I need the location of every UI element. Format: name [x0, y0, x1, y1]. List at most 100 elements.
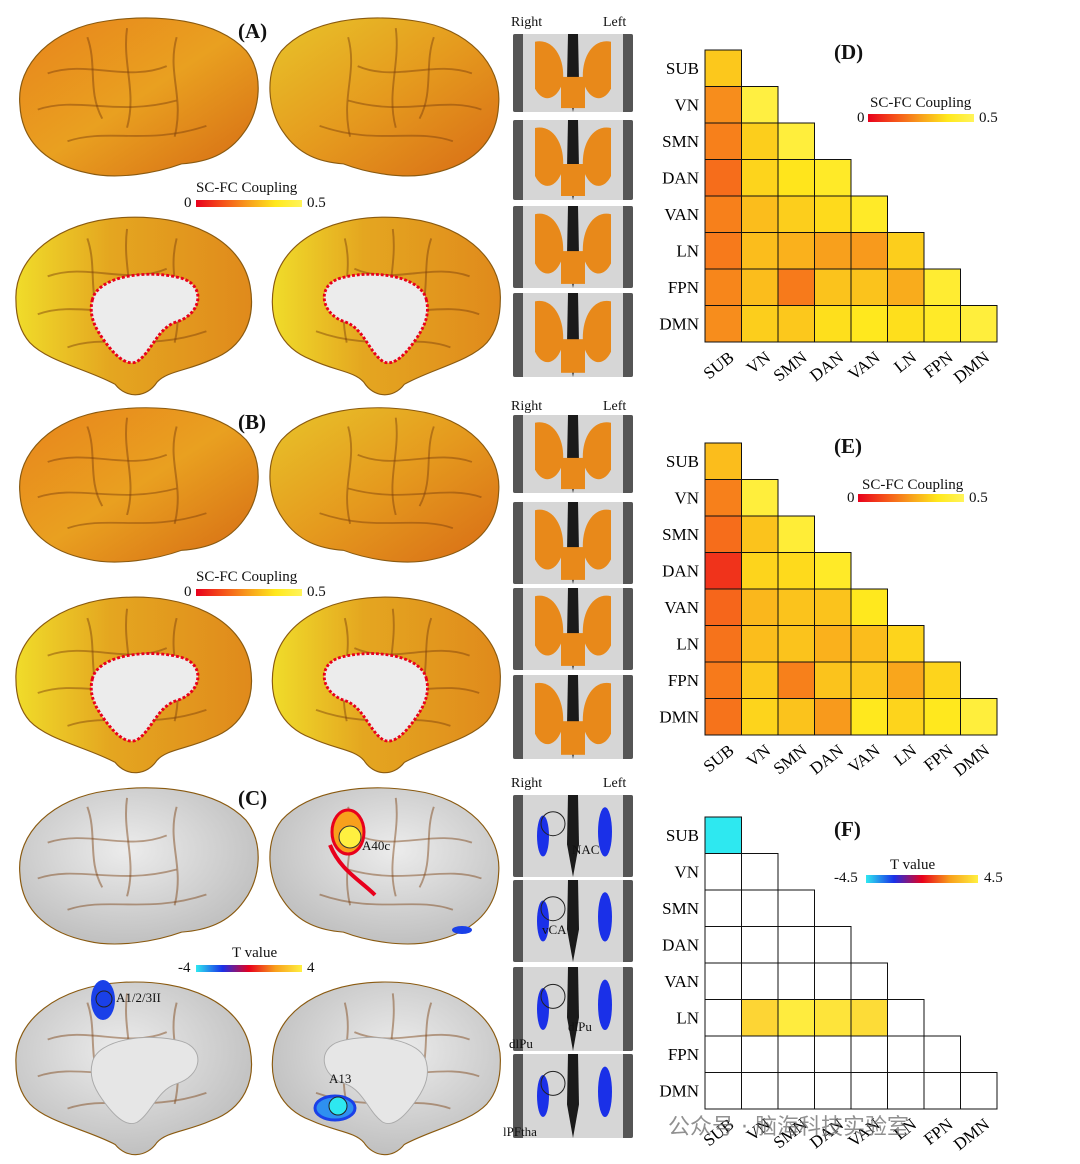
matrix-layer: SUBSUBVNVNSMNSMNDANDANVANVANLNLNFPNFPNDM… [659, 49, 998, 1154]
blob-temporal [452, 926, 472, 934]
colorbar-e-title: SC-FC Coupling [862, 477, 964, 493]
heatmap-d-row-label: DMN [659, 315, 699, 334]
heatmap-e-row-label: DMN [659, 708, 699, 727]
mri-slice-a-2 [513, 120, 633, 200]
brain-c-left-lateral [19, 787, 259, 945]
heatmap-e-cell [923, 661, 961, 699]
heatmap-f-cell [814, 999, 852, 1037]
heatmap-e-cell [704, 515, 742, 553]
heatmap-d-cell [704, 49, 742, 87]
heatmap-f-row-label: FPN [668, 1045, 699, 1064]
heatmap-d-cell [814, 159, 852, 197]
heatmap-f-row-label: DMN [659, 1082, 699, 1101]
mri-slice-b-3 [513, 588, 633, 670]
heatmap-e-cell [850, 698, 888, 736]
heatmap-f-cell [741, 1035, 779, 1073]
panel-label-c: (C) [238, 786, 268, 810]
heatmap-e-col-label: FPN [920, 741, 956, 775]
brain-a-right-lateral [269, 17, 500, 177]
heatmap-d-cell [887, 305, 925, 343]
heatmap-e-cell [923, 698, 961, 736]
heatmap-f-cell [814, 1072, 852, 1110]
heatmap-f-row-label: VAN [664, 972, 699, 991]
heatmap-d-cell [887, 232, 925, 270]
colorbar-e-gradient [858, 494, 964, 502]
heatmap-e-col-label: DAN [806, 741, 847, 779]
colorbar-c-title: T value [232, 945, 278, 961]
heatmap-e-cell [741, 588, 779, 626]
heatmap-e-cell [704, 661, 742, 699]
roi-circle-a123ii [95, 990, 113, 1008]
mri-slice-c-4 [513, 1054, 633, 1138]
heatmap-d-row-label: LN [676, 242, 699, 261]
heatmap-d-cell [814, 195, 852, 233]
heatmap-e-row-label: VAN [664, 598, 699, 617]
colorbar-d-max: 0.5 [979, 110, 998, 126]
heatmap-f-cell [741, 999, 779, 1037]
heatmap-e-cell [887, 661, 925, 699]
heatmap-d-row-label: VAN [664, 205, 699, 224]
heatmap-d-col-label: SMN [770, 348, 811, 386]
roi-label-nac: NAC [572, 842, 600, 857]
heatmap-e-cell [814, 552, 852, 590]
heatmap-d-cell [923, 305, 961, 343]
heatmap-e-row-label: DAN [662, 562, 699, 581]
heatmap-f-cell [887, 999, 925, 1037]
heatmap-f-cell [777, 1072, 815, 1110]
colorbar-f-max: 4.5 [984, 870, 1003, 886]
heatmap-d-col-label: SUB [700, 348, 738, 383]
heatmap-d-cell [850, 305, 888, 343]
heatmap-f-cell [814, 1035, 852, 1073]
heatmap-f-cell [704, 853, 742, 891]
heatmap-f-cell [777, 1035, 815, 1073]
heatmap-e-cell [741, 625, 779, 663]
colorbar-d-gradient [868, 114, 974, 122]
heatmap-e-cell [704, 625, 742, 663]
heatmap-f-row-label: LN [676, 1009, 699, 1028]
heatmap-f-cell [887, 1035, 925, 1073]
colorbar-c-min: -4 [178, 960, 191, 976]
colorbar-c-max: 4 [307, 960, 315, 976]
heatmap-d-col-label: VAN [844, 348, 883, 384]
heatmap-f-row-label: SUB [666, 826, 699, 845]
heatmap-f-cell [704, 889, 742, 927]
heatmap-f-cell [777, 999, 815, 1037]
heatmap-d-cell [704, 195, 742, 233]
watermark: 公众号 · 脑海科技实验室 [668, 1115, 909, 1140]
heatmap-e-row-label: VN [674, 489, 699, 508]
colorbar-b-title: SC-FC Coupling [196, 569, 298, 585]
heatmap-d-cell [741, 122, 779, 160]
heatmap-e-col-label: SMN [770, 741, 811, 779]
colorbar-a-min: 0 [184, 195, 192, 211]
heatmap-e-cell [887, 625, 925, 663]
colorbar-b-min: 0 [184, 584, 192, 600]
heatmap-e-cell [777, 698, 815, 736]
brain-b-right-lateral [269, 407, 500, 563]
brain-a-left-medial [15, 216, 253, 396]
heatmap-f-cell [814, 926, 852, 964]
heatmap-d-cell [741, 232, 779, 270]
heatmap-d-col-label: VN [743, 348, 774, 378]
region-label-a123ii: A1/2/3II [116, 990, 161, 1005]
heatmap-f-cell [777, 926, 815, 964]
heatmap-d-cell [777, 195, 815, 233]
mri-slice-b-1 [513, 415, 633, 493]
heatmap-e-cell [814, 588, 852, 626]
heatmap-d-cell [741, 268, 779, 306]
heatmap-e-col-label: VAN [844, 741, 883, 777]
heatmap-f-cell [704, 926, 742, 964]
heatmap-d-cell [704, 86, 742, 124]
heatmap-d-cell [777, 232, 815, 270]
heatmap-f: SUBSUBVNVNSMNSMNDANDANVANVANLNLNFPNFPNDM… [659, 816, 998, 1154]
heatmap-e-cell [777, 625, 815, 663]
mri-slice-a-3 [513, 206, 633, 288]
brain-c-right-lateral [269, 787, 500, 945]
heatmap-e-cell [741, 552, 779, 590]
roi-label-dlpu-right: dlPu [509, 1036, 533, 1051]
heatmap-d-cell [814, 268, 852, 306]
heatmap-f-cell [704, 816, 742, 854]
heatmap-e-cell [777, 661, 815, 699]
orientation-left-b: Left [603, 399, 627, 414]
heatmap-e-row-label: LN [676, 635, 699, 654]
heatmap-d-col-label: DMN [950, 348, 993, 387]
